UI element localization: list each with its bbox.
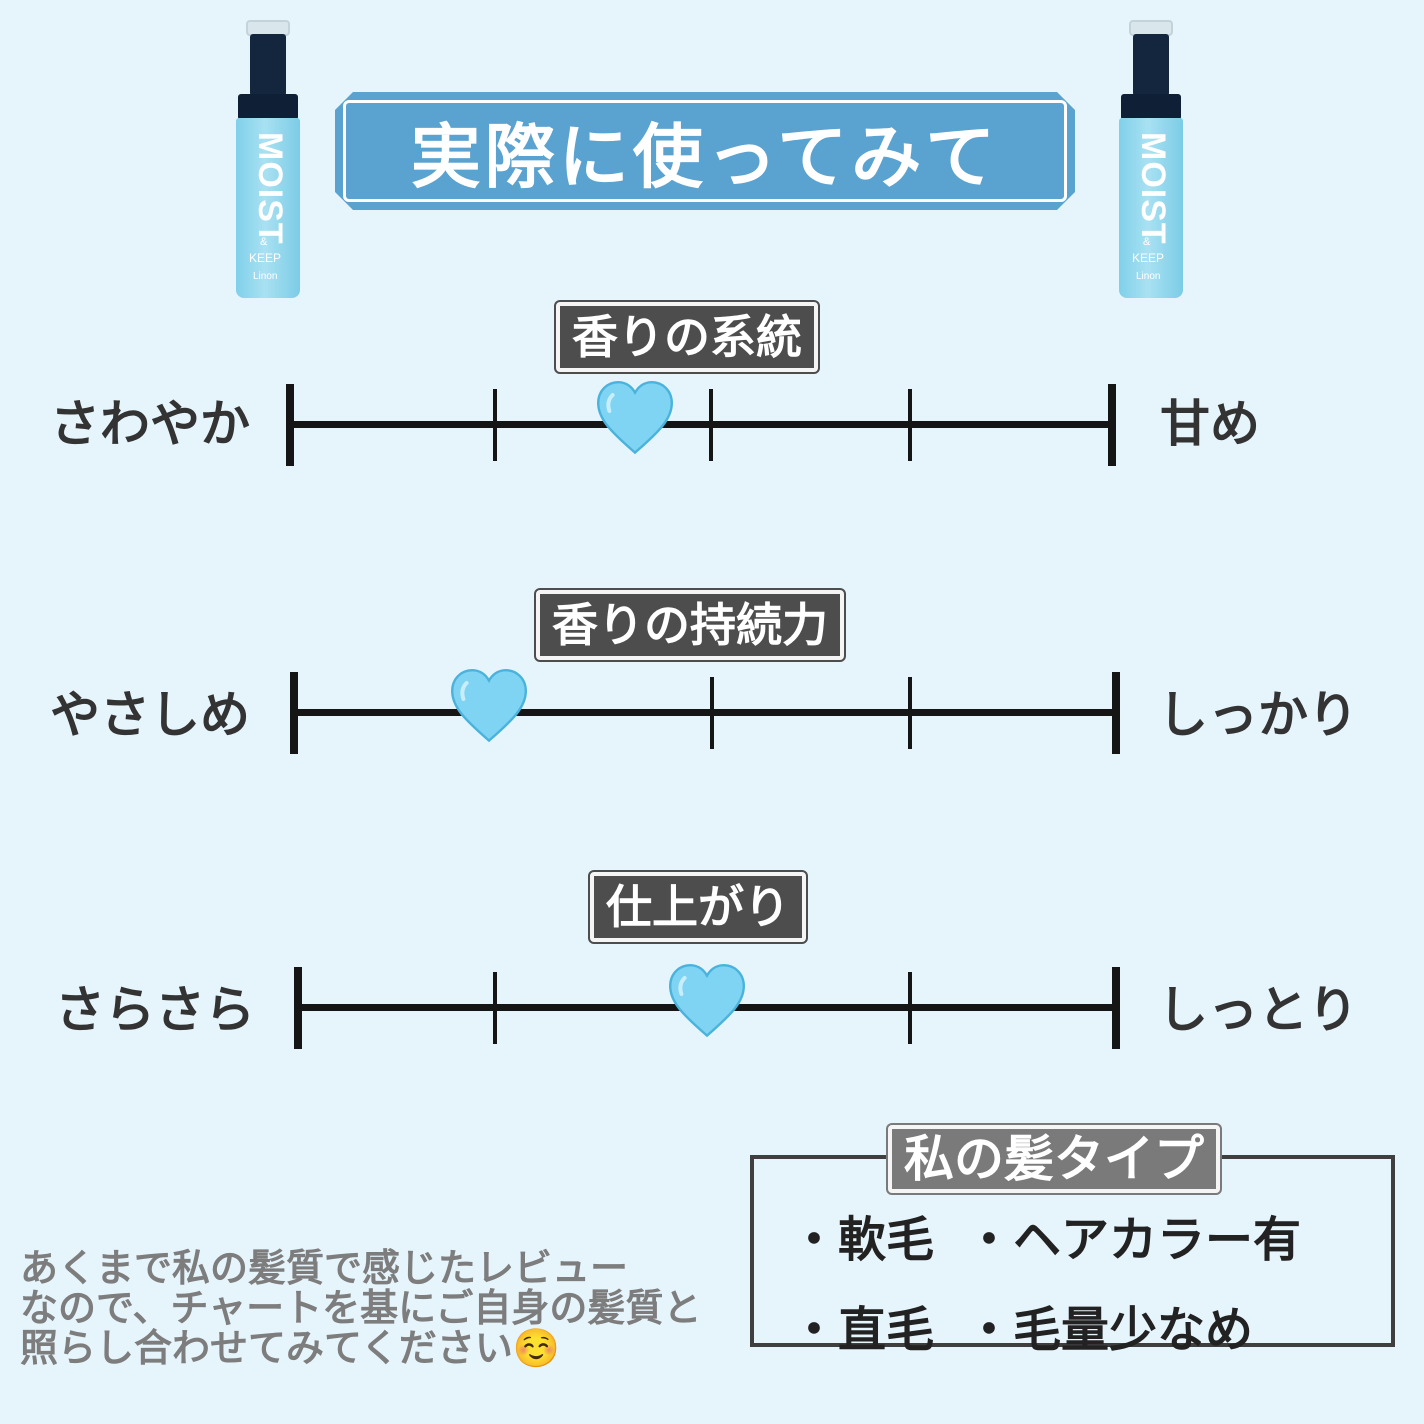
bottle-amp: &	[1143, 236, 1151, 248]
note-line: 照らし合わせてみてください☺️	[20, 1326, 561, 1370]
rating-scale	[294, 963, 1120, 1049]
scale-left-label: さらさら	[55, 981, 255, 1039]
hair-type-item: ・ヘアカラー有	[965, 1212, 1302, 1268]
hair-type-item: ・毛量少なめ	[965, 1302, 1254, 1358]
scale-left-label: さわやか	[50, 395, 250, 453]
bottle-name: MOIST	[1134, 132, 1172, 245]
light-blue-heart-icon	[451, 668, 528, 743]
product-bottle-right: MOIST & KEEP Linon	[1119, 20, 1183, 300]
page-title: 実際に使ってみて	[410, 115, 1000, 198]
scale-heading-scent-duration: 香りの持続力	[536, 590, 844, 660]
scale-right-label: 甘め	[1160, 395, 1260, 453]
scale-right-label: しっかり	[1158, 686, 1358, 744]
bottle-sub: KEEP	[249, 251, 282, 265]
scale-heading-scent-type: 香りの系統	[556, 302, 818, 372]
note-line: なので、チャートを基にご自身の髪質と	[20, 1286, 702, 1330]
title-banner: 実際に使ってみて	[335, 92, 1075, 210]
note-line: あくまで私の髪質で感じたレビュー	[20, 1246, 629, 1290]
light-blue-heart-icon	[596, 380, 673, 455]
rating-scale	[286, 380, 1116, 466]
light-blue-heart-icon	[668, 963, 746, 1038]
bottle-name: MOIST	[251, 132, 289, 245]
hair-type-item: ・直毛	[790, 1302, 935, 1358]
hair-type-title: 私の髪タイプ	[888, 1125, 1220, 1193]
bottle-amp: &	[260, 236, 268, 248]
bottle-brand: Linon	[1136, 271, 1161, 282]
scale-left-label: やさしめ	[50, 686, 250, 744]
rating-scale	[290, 668, 1120, 754]
scale-heading-finish: 仕上がり	[590, 872, 806, 942]
bottle-brand: Linon	[253, 271, 278, 282]
bottle-sub: KEEP	[1132, 251, 1165, 265]
disclaimer-note: あくまで私の髪質で感じたレビュー なので、チャートを基にご自身の髪質と 照らし合…	[20, 1248, 745, 1368]
scale-right-label: しっとり	[1158, 981, 1358, 1039]
hair-type-item: ・軟毛	[790, 1212, 935, 1268]
product-bottle-left: MOIST & KEEP Linon	[236, 20, 300, 300]
